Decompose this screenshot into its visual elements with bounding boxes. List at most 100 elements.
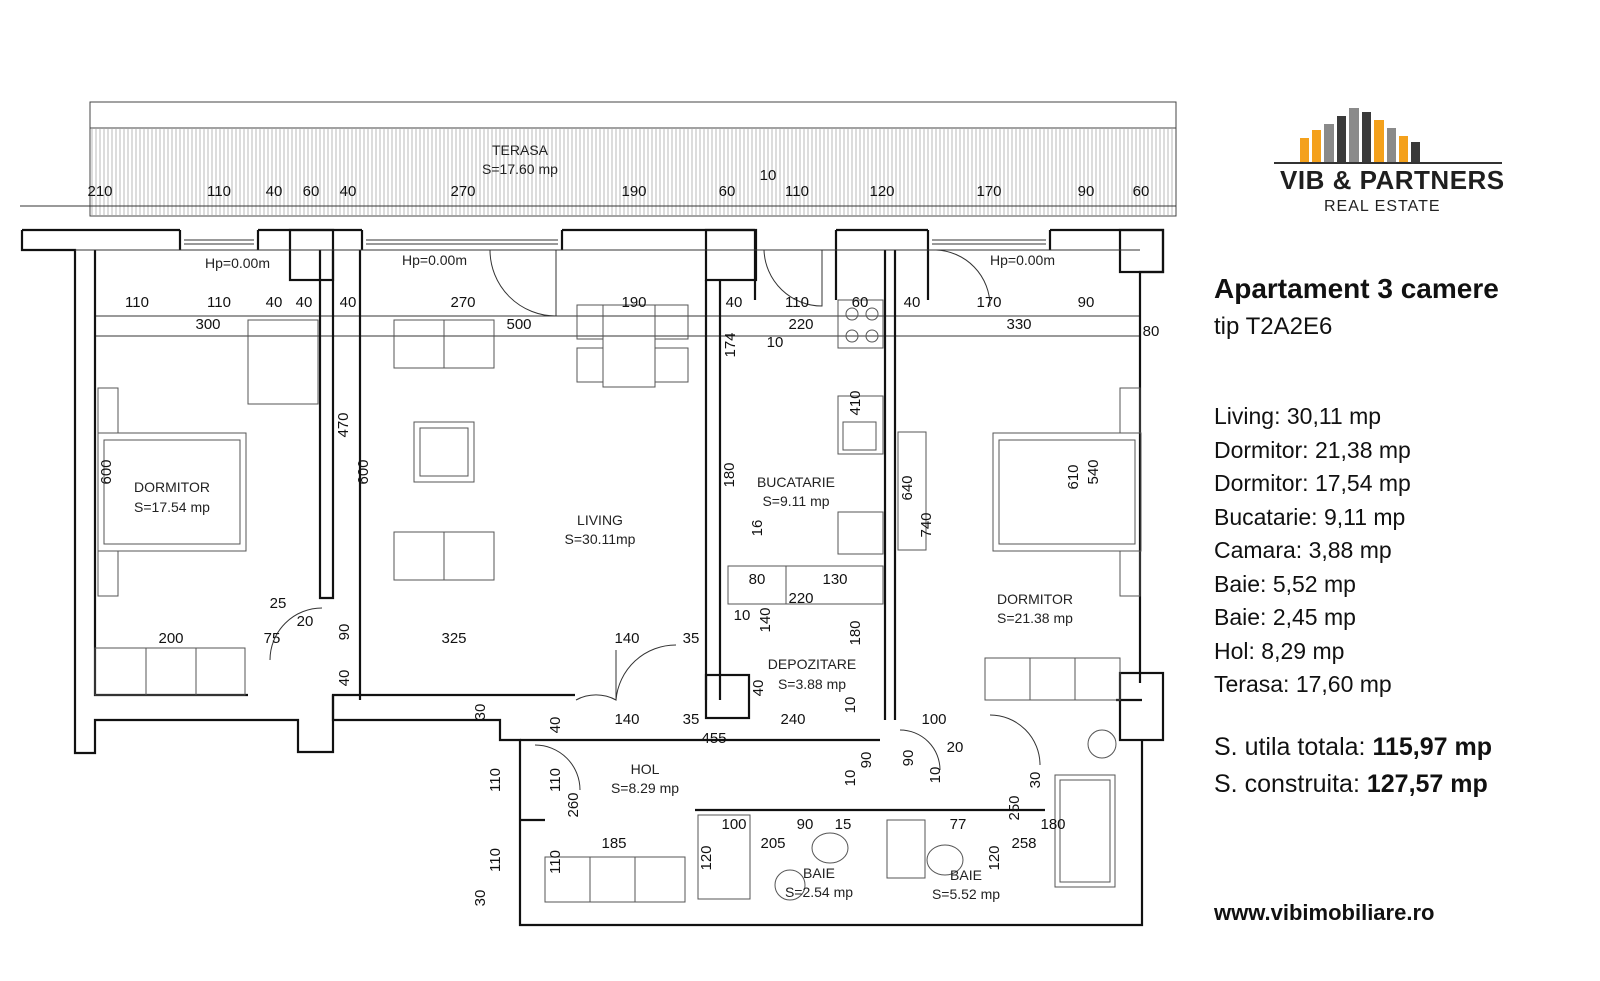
dim-label: 600 xyxy=(98,459,115,484)
website-link[interactable]: www.vibimobiliare.ro xyxy=(1214,900,1435,925)
dim-label: 240 xyxy=(780,711,805,728)
brand-divider xyxy=(1274,162,1502,164)
dim-label: 80 xyxy=(749,571,766,588)
info-panel: VIB & PARTNERS REAL ESTATE Apartament 3 … xyxy=(1214,0,1594,981)
dim-label: 15 xyxy=(835,816,852,833)
dim-label: 200 xyxy=(158,630,183,647)
floor-plan: TERASA S=17.60 mp DORMITOR S=17.54 mp LI… xyxy=(20,101,1177,927)
furniture xyxy=(94,299,1142,903)
dim-label: 40 xyxy=(296,294,313,311)
room-name-baie-2: BAIE xyxy=(950,867,982,883)
dim-label: 610 xyxy=(1065,464,1082,489)
windows xyxy=(184,239,1046,245)
room-area-baie-2: S=5.52 mp xyxy=(932,886,1000,902)
terrace-hatch xyxy=(89,101,1177,217)
room-area-living: S=30.11mp xyxy=(565,531,636,547)
dim-label: 120 xyxy=(869,183,894,200)
dim-label: 90 xyxy=(797,816,814,833)
dim-label: 170 xyxy=(976,294,1001,311)
dim-label: 110 xyxy=(125,294,149,311)
area-item: Camara: 3,88 mp xyxy=(1214,537,1392,563)
dim-label: 180 xyxy=(721,462,738,487)
dim-label: 540 xyxy=(1085,459,1102,484)
dim-label: 40 xyxy=(266,183,283,200)
dim-label: 180 xyxy=(1040,816,1065,833)
dim-label: 130 xyxy=(822,571,847,588)
room-labels: TERASA S=17.60 mp DORMITOR S=17.54 mp LI… xyxy=(134,142,1073,902)
dim-label: 90 xyxy=(336,624,353,641)
hp-label: Hp=0.00m xyxy=(402,252,467,268)
room-name-baie-1: BAIE xyxy=(803,865,835,881)
dim-label: 30 xyxy=(472,704,489,721)
room-name-living: LIVING xyxy=(577,512,623,528)
dim-label: 110 xyxy=(487,848,504,872)
area-item: Baie: 5,52 mp xyxy=(1214,570,1356,597)
room-name-depozitare: DEPOZITARE xyxy=(768,656,856,672)
area-item: Dormitor: 17,54 mp xyxy=(1214,470,1411,496)
dim-label: 35 xyxy=(683,630,700,647)
useful-area-label: S. utila totala: xyxy=(1214,733,1373,761)
dim-label: 140 xyxy=(614,711,639,728)
apartment-type: tip T2A2E6 xyxy=(1214,313,1333,340)
dim-label: 40 xyxy=(340,294,357,311)
dim-label: 185 xyxy=(601,835,626,852)
area-list: Living: 30,11 mp Dormitor: 21,38 mp Dorm… xyxy=(1214,400,1411,702)
area-item: Bucatarie: 9,11 mp xyxy=(1214,503,1406,530)
useful-area-total: S. utila totala: 115,97 mp xyxy=(1214,733,1492,762)
room-name-hol: HOL xyxy=(631,761,660,777)
dim-label: 10 xyxy=(842,770,859,787)
brand-name: VIB & PARTNERS xyxy=(1280,165,1505,195)
dim-label: 110 xyxy=(207,294,231,311)
dimension-labels: 210 110 40 60 40 270 190 60 10 110 120 1… xyxy=(87,167,1159,906)
dim-label: 16 xyxy=(749,520,766,537)
room-name-terasa: TERASA xyxy=(492,142,549,158)
area-item: Terasa: 17,60 mp xyxy=(1214,671,1392,697)
dim-label: 100 xyxy=(921,711,946,728)
room-area-terasa: S=17.60 mp xyxy=(482,161,558,177)
dim-label: 40 xyxy=(750,680,767,697)
dim-label: 325 xyxy=(441,630,466,647)
dim-label: 10 xyxy=(927,767,944,784)
dim-label: 77 xyxy=(950,816,967,833)
dim-label: 20 xyxy=(297,613,314,630)
dim-label: 60 xyxy=(303,183,320,200)
dim-label: 110 xyxy=(487,768,504,792)
dim-label: 174 xyxy=(722,332,739,357)
dim-label: 470 xyxy=(335,412,352,437)
dim-label: 170 xyxy=(976,183,1001,200)
area-item: Living: 30,11 mp xyxy=(1214,403,1382,429)
hp-label: Hp=0.00m xyxy=(990,252,1055,268)
built-area-value: 127,57 mp xyxy=(1366,770,1488,798)
dim-label: 40 xyxy=(340,183,357,200)
walls xyxy=(20,228,1165,927)
dim-label: 75 xyxy=(264,630,281,647)
dim-label: 30 xyxy=(472,890,489,907)
dim-label: 35 xyxy=(683,711,700,728)
room-area-dormitor-right: S=21.38 mp xyxy=(997,610,1073,626)
doors xyxy=(269,249,1041,791)
room-name-dormitor-left: DORMITOR xyxy=(134,479,210,495)
dim-label: 190 xyxy=(621,294,646,311)
dim-label: 600 xyxy=(355,459,372,484)
dim-label: 40 xyxy=(726,294,743,311)
dim-label: 190 xyxy=(621,183,646,200)
dim-label: 90 xyxy=(858,752,875,769)
dim-label: 250 xyxy=(1006,795,1023,820)
dim-label: 100 xyxy=(721,816,746,833)
room-area-depozitare: S=3.88 mp xyxy=(778,676,846,692)
dim-label: 10 xyxy=(842,697,859,714)
dim-label: 90 xyxy=(1078,183,1095,200)
dim-label: 210 xyxy=(87,183,112,200)
dim-label: 300 xyxy=(195,316,220,333)
dim-label: 120 xyxy=(698,845,715,870)
dim-label: 270 xyxy=(450,183,475,200)
room-area-baie-1: S=2.54 mp xyxy=(785,884,853,900)
dim-label: 330 xyxy=(1006,316,1031,333)
dim-label: 640 xyxy=(899,475,916,500)
dim-label: 10 xyxy=(734,607,751,624)
dim-label: 60 xyxy=(852,294,869,311)
dim-label: 410 xyxy=(847,390,864,415)
dim-label: 500 xyxy=(506,316,531,333)
dim-label: 205 xyxy=(760,835,785,852)
dim-label: 40 xyxy=(336,670,353,687)
